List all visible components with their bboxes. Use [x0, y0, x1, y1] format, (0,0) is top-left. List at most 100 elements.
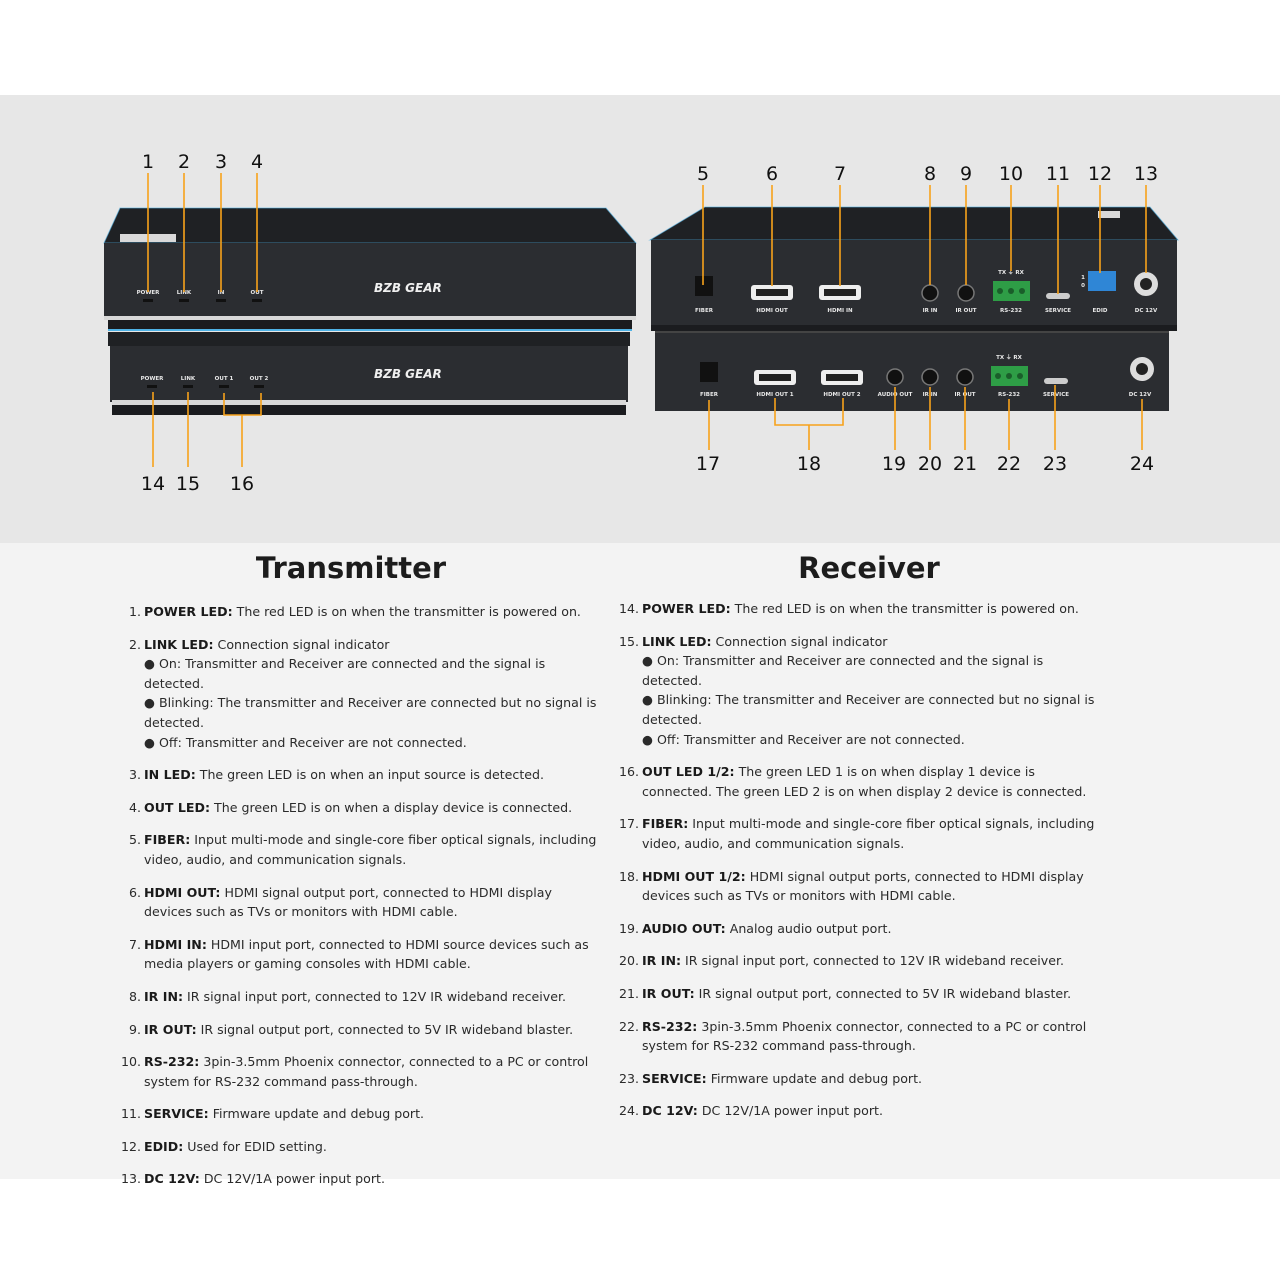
callout-20: 20	[918, 453, 942, 475]
item-text: HDMI input port, connected to HDMI sourc…	[144, 936, 589, 972]
rx-link-led	[183, 385, 193, 388]
list-item: 2.LINK LED: Connection signal indicator …	[112, 635, 602, 753]
item-text: DC 12V/1A power input port.	[203, 1171, 385, 1187]
item-number: 8.	[128, 988, 141, 1004]
tx-ir-in-jack	[921, 284, 939, 302]
item-label: AUDIO OUT:	[642, 920, 726, 936]
item-number: 7.	[128, 936, 141, 952]
item-sub-text: ● Off: Transmitter and Receiver are not …	[642, 731, 965, 747]
item-number: 18.	[618, 868, 639, 884]
item-label: RS-232:	[642, 1018, 698, 1034]
item-text: Input multi-mode and single-core fiber o…	[642, 816, 1095, 851]
list-item: 17.FIBER: Input multi-mode and single-co…	[610, 814, 1100, 853]
item-number: 2.	[128, 636, 141, 652]
item-label: IR IN:	[144, 988, 184, 1004]
item-label: POWER LED:	[642, 601, 731, 616]
rx-dc-label: DC 12V	[1129, 392, 1152, 398]
callout-17: 17	[696, 453, 720, 475]
item-text: The green LED 1 is on when display 1 dev…	[642, 764, 1087, 799]
receiver-spec-list: 14.POWER LED: The red LED is on when the…	[610, 599, 1100, 1134]
item-text: Connection signal indicator	[715, 633, 888, 649]
transmitter-heading: Transmitter	[255, 551, 447, 585]
callout-9: 9	[960, 163, 972, 185]
tx-rs232-label: RS-232	[1000, 308, 1022, 314]
item-text: IR signal input port, connected to 12V I…	[187, 988, 566, 1004]
rx-service-port	[1044, 378, 1068, 384]
rx-service-label: SERVICE	[1043, 392, 1069, 398]
tx-hdmi-in-label: HDMI IN	[827, 308, 853, 314]
item-label: IR IN:	[642, 953, 682, 969]
item-text: IR signal input port, connected to 12V I…	[685, 953, 1064, 969]
list-item: 14.POWER LED: The red LED is on when the…	[610, 599, 1100, 619]
item-text: DC 12V/1A power input port.	[701, 1103, 883, 1119]
item-sub-text: ● Blinking: The transmitter and Receiver…	[642, 692, 1095, 727]
tx-fiber-port	[695, 276, 713, 296]
callout-12: 12	[1088, 163, 1112, 185]
item-number: 11.	[120, 1106, 141, 1122]
transmitter-spec-list: 1.POWER LED: The red LED is on when the …	[112, 602, 602, 1202]
callout-21: 21	[953, 453, 977, 475]
item-number: 9.	[128, 1021, 141, 1037]
tx-edid-label: EDID	[1093, 308, 1108, 314]
item-label: IR OUT:	[642, 985, 695, 1001]
tx-fiber-label: FIBER	[695, 308, 714, 314]
item-number: 21.	[618, 985, 639, 1001]
item-text: HDMI signal output port, connected to HD…	[144, 884, 552, 920]
item-label: EDID:	[144, 1138, 184, 1154]
callout-5: 5	[697, 163, 709, 185]
tx-power-led	[143, 299, 153, 302]
item-label: DC 12V:	[642, 1103, 698, 1119]
rx-ir-in-jack	[921, 368, 939, 386]
callout-24: 24	[1130, 453, 1154, 475]
item-number: 10.	[120, 1054, 141, 1070]
rx-rs232-label: RS-232	[998, 392, 1020, 398]
transmitter-front-panel	[104, 243, 636, 317]
callout-14: 14	[141, 473, 165, 495]
item-number: 20.	[618, 953, 639, 969]
tx-power-label: POWER	[137, 290, 161, 296]
rx-hdmi-out2-label: HDMI OUT 2	[823, 392, 860, 398]
list-item: 13.DC 12V: DC 12V/1A power input port.	[112, 1169, 602, 1189]
list-item: 8.IR IN: IR signal input port, connected…	[112, 987, 602, 1007]
list-item: 23.SERVICE: Firmware update and debug po…	[610, 1069, 1100, 1089]
list-item: 5.FIBER: Input multi-mode and single-cor…	[112, 830, 602, 869]
tx-service-label: SERVICE	[1045, 308, 1071, 314]
list-item: 19.AUDIO OUT: Analog audio output port.	[610, 919, 1100, 939]
callout-1: 1	[142, 151, 154, 173]
rx-out1-led	[219, 385, 229, 388]
tx-link-label: LINK	[177, 290, 192, 296]
list-item: 10.RS-232: 3pin-3.5mm Phoenix connector,…	[112, 1052, 602, 1091]
device-diagram: BZB GEAR POWER LINK IN OUT BZB GEAR POWE…	[103, 151, 1180, 495]
item-label: SERVICE:	[144, 1106, 209, 1122]
item-text: The red LED is on when the transmitter i…	[236, 604, 581, 619]
item-label: RS-232:	[144, 1054, 200, 1070]
item-text: The green LED is on when a display devic…	[214, 799, 573, 815]
tx-hdmi-out-label: HDMI OUT	[756, 308, 788, 314]
callout-15: 15	[176, 473, 200, 495]
item-text: HDMI signal output ports, connected to H…	[642, 868, 1084, 904]
tx-edid-dip-switch	[1088, 271, 1116, 291]
edid-0-label: 0	[1081, 283, 1085, 289]
item-label: IN LED:	[144, 767, 196, 783]
item-text: Firmware update and debug port.	[710, 1070, 923, 1086]
product-diagram-panel: BZB GEAR POWER LINK IN OUT BZB GEAR POWE…	[0, 95, 1280, 543]
item-number: 15.	[618, 633, 639, 649]
callout-11: 11	[1046, 163, 1070, 185]
rx-ir-out-jack	[956, 368, 974, 386]
list-item: 3.IN LED: The green LED is on when an in…	[112, 765, 602, 785]
item-label: OUT LED 1/2:	[642, 764, 735, 780]
item-text: Input multi-mode and single-core fiber o…	[144, 832, 597, 867]
item-number: 17.	[618, 816, 639, 832]
callout-2: 2	[178, 151, 190, 173]
item-number: 22.	[618, 1018, 639, 1034]
list-item: 4.OUT LED: The green LED is on when a di…	[112, 798, 602, 818]
item-number: 5.	[128, 832, 141, 848]
callout-4: 4	[251, 151, 263, 173]
tx-ir-out-jack	[957, 284, 975, 302]
callout-8: 8	[924, 163, 936, 185]
item-text: 3pin-3.5mm Phoenix connector, connected …	[144, 1054, 589, 1089]
tx-out-label: OUT	[251, 290, 264, 296]
callout-13: 13	[1134, 163, 1158, 185]
list-item: 9.IR OUT: IR signal output port, connect…	[112, 1020, 602, 1040]
callout-6: 6	[766, 163, 778, 185]
